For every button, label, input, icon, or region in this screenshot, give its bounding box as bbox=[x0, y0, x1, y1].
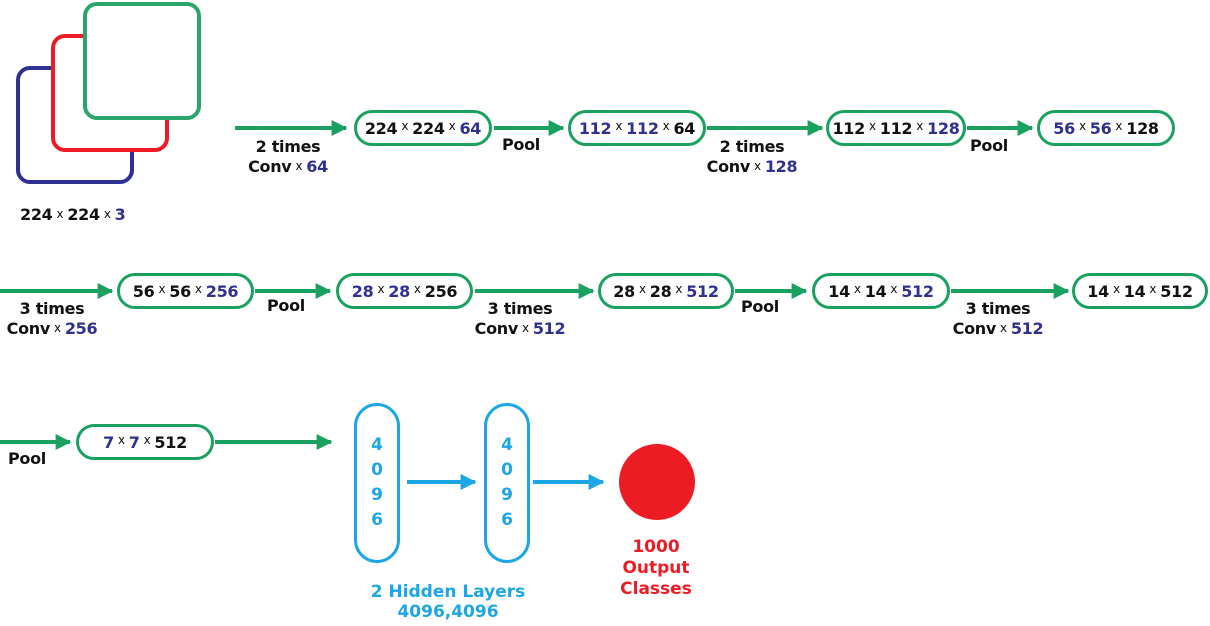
pool-label-2: Pool bbox=[970, 136, 1008, 155]
hidden-layers-caption: 2 Hidden Layers 4096,4096 bbox=[370, 582, 526, 622]
pool-label-5: Pool bbox=[8, 449, 46, 468]
input-channel-green bbox=[83, 2, 201, 120]
pool-label-4: Pool bbox=[741, 297, 779, 316]
pool-label-3: Pool bbox=[267, 296, 305, 315]
pool-label-1: Pool bbox=[502, 135, 540, 154]
output-caption: 1000 Output Classes bbox=[620, 537, 692, 599]
output-node bbox=[619, 444, 695, 520]
